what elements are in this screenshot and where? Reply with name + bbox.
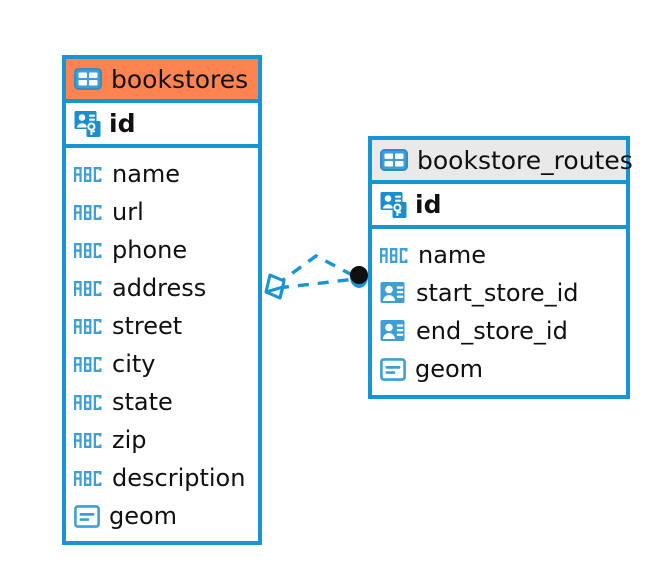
field-label: state: [112, 388, 173, 416]
field-list-bookstore-routes: name start_store_id: [372, 229, 626, 396]
text-type-icon: [74, 242, 103, 258]
entity-table-bookstores[interactable]: bookstores id: [62, 55, 262, 545]
diamond-endpoint: [264, 273, 286, 300]
field-row[interactable]: name: [74, 155, 250, 193]
primary-key-row-bookstore-routes[interactable]: id: [372, 184, 626, 229]
primary-key-label-bookstore-routes: id: [415, 190, 442, 219]
text-type-icon: [74, 204, 103, 220]
field-row[interactable]: start_store_id: [380, 274, 618, 312]
text-type-icon: [74, 280, 103, 296]
text-type-icon: [74, 166, 103, 182]
text-type-icon: [74, 356, 103, 372]
field-row[interactable]: address: [74, 269, 250, 307]
entity-title-bookstores: bookstores: [111, 64, 249, 94]
field-row[interactable]: geom: [380, 350, 618, 388]
text-type-icon: [74, 470, 103, 486]
field-row[interactable]: phone: [74, 231, 250, 269]
field-row[interactable]: state: [74, 383, 250, 421]
field-label: phone: [112, 236, 188, 264]
field-row[interactable]: description: [74, 459, 250, 497]
field-row[interactable]: name: [380, 236, 618, 274]
field-row[interactable]: geom: [74, 497, 250, 535]
entity-title-bookstore-routes: bookstore_routes: [417, 145, 633, 175]
field-label: city: [112, 350, 156, 378]
field-row[interactable]: url: [74, 193, 250, 231]
text-type-icon: [74, 318, 103, 334]
geometry-type-icon: [74, 504, 100, 528]
field-label: address: [112, 274, 207, 302]
field-row[interactable]: street: [74, 307, 250, 345]
field-label: name: [418, 241, 487, 269]
foreign-key-icon: [380, 319, 407, 343]
table-icon: [74, 68, 102, 90]
table-icon: [380, 149, 408, 171]
primary-key-label-bookstores: id: [109, 109, 136, 138]
entity-table-bookstore-routes[interactable]: bookstore_routes id: [368, 136, 633, 399]
field-row[interactable]: city: [74, 345, 250, 383]
foreign-key-icon: [380, 281, 407, 305]
entity-header-bookstores[interactable]: bookstores: [66, 59, 258, 103]
field-label: street: [112, 312, 183, 340]
relationship-line-lower: [277, 277, 357, 290]
relationship-line-upper: [275, 254, 357, 287]
field-label: end_store_id: [416, 317, 568, 345]
field-label: start_store_id: [416, 279, 579, 307]
field-label: geom: [109, 502, 178, 530]
field-label: geom: [415, 355, 484, 383]
field-label: name: [112, 160, 181, 188]
field-list-bookstores: name: [66, 148, 258, 543]
primary-key-icon: [380, 191, 408, 219]
text-type-icon: [74, 394, 103, 410]
text-type-icon: [380, 247, 409, 263]
field-label: zip: [112, 426, 147, 454]
field-row[interactable]: zip: [74, 421, 250, 459]
field-row[interactable]: end_store_id: [380, 312, 618, 350]
primary-key-row-bookstores[interactable]: id: [66, 103, 258, 148]
geometry-type-icon: [380, 357, 406, 381]
filled-circle-endpoint: [350, 266, 368, 288]
field-label: url: [112, 198, 144, 226]
text-type-icon: [74, 432, 103, 448]
primary-key-icon: [74, 110, 102, 138]
field-label: description: [112, 464, 246, 492]
entity-header-bookstore-routes[interactable]: bookstore_routes: [372, 140, 633, 184]
